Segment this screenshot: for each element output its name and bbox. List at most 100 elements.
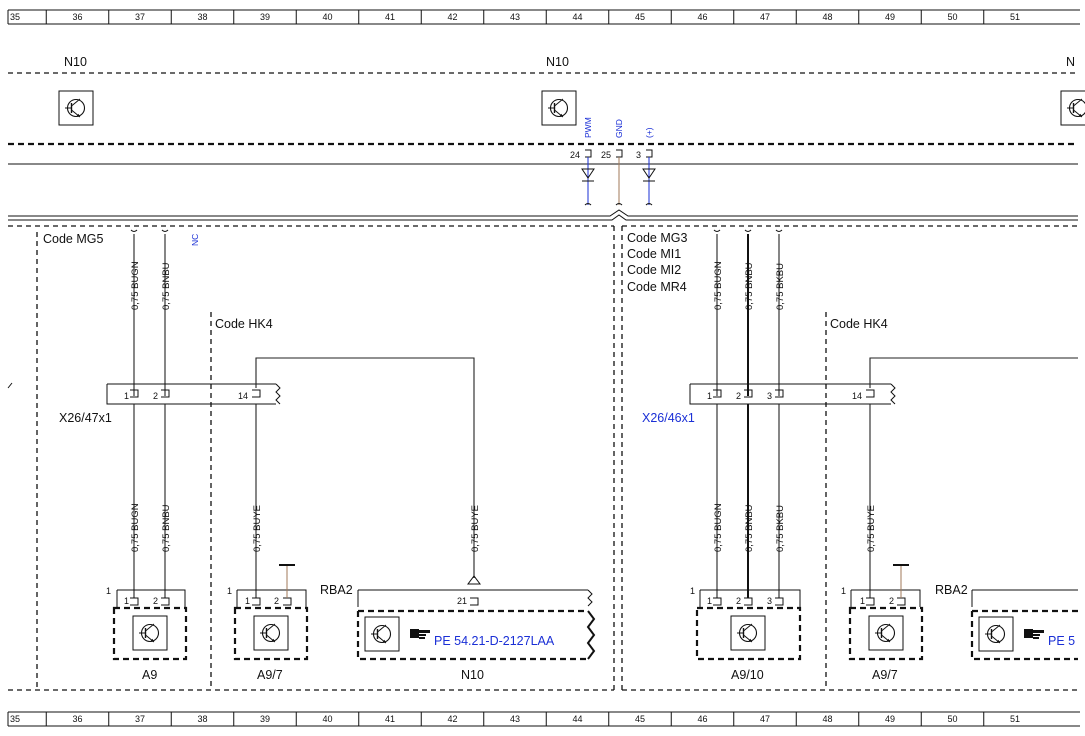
- rba-label: RBA2: [320, 583, 353, 597]
- pin-group: 1: [227, 586, 232, 596]
- connector-pin: 3: [767, 391, 772, 401]
- component-pin: 1: [124, 596, 129, 606]
- component-label: A9/7: [257, 668, 283, 682]
- ruler-column-number: 51: [1010, 714, 1020, 724]
- wire-label: 0,75 BNBU: [744, 504, 755, 552]
- wire-label: 0,75 BUGN: [130, 503, 141, 552]
- wire-label: 0,75 BKBU: [775, 505, 786, 552]
- ruler-column-number: 39: [260, 12, 270, 22]
- ruler-column-number: 35: [10, 12, 20, 22]
- reference-link[interactable]: PE 54.21-D-2127LAA: [434, 634, 555, 648]
- pin-signal-pwm: PWM: [583, 117, 593, 138]
- pin-group: 1: [690, 586, 695, 596]
- pin-signal-gnd: GND: [614, 119, 624, 138]
- pin-number: 25: [601, 150, 611, 160]
- ruler-column-number: 38: [197, 714, 207, 724]
- wire-label: 0,75 BNBU: [744, 262, 755, 310]
- connector-pin: 14: [238, 391, 248, 401]
- component-label: A9/10: [731, 668, 764, 682]
- component-label: A9/7: [872, 668, 898, 682]
- pin-number: 24: [570, 150, 580, 160]
- connector-label: X26/47x1: [59, 411, 112, 425]
- nc-label: NC: [190, 234, 200, 246]
- transistor-symbol-icon: [868, 615, 904, 651]
- wire-label: 0,75 BUYE: [252, 505, 263, 552]
- wire-label: 0,75 BUGN: [713, 261, 724, 310]
- transistor-symbol-icon: [1060, 90, 1085, 126]
- ruler-column-number: 49: [885, 12, 895, 22]
- component-pin: 2: [736, 596, 741, 606]
- module-label-n10-right: N: [1066, 55, 1075, 69]
- ruler-column-number: 47: [760, 12, 770, 22]
- transistor-symbol-icon: [364, 616, 400, 652]
- code-label: Code MG5: [43, 232, 103, 246]
- ruler-column-number: 40: [322, 12, 332, 22]
- ruler-column-number: 45: [635, 714, 645, 724]
- component-pin: 2: [274, 596, 279, 606]
- wire-label: 0,75 BUYE: [866, 505, 877, 552]
- ruler-column-number: 42: [447, 714, 457, 724]
- component-pin: 1: [245, 596, 250, 606]
- component-pin: 3: [767, 596, 772, 606]
- ruler-column-number: 40: [322, 714, 332, 724]
- n10-module-band: N10 N10 N: [8, 55, 1085, 146]
- wire-label: 0,75 BUYE: [470, 505, 481, 552]
- component-label: A9: [142, 668, 157, 682]
- transistor-symbol-icon: [132, 615, 168, 651]
- connector-pin: 14: [852, 391, 862, 401]
- wire-label: 0,75 BKBU: [775, 263, 786, 310]
- ruler-column-number: 43: [510, 714, 520, 724]
- wire-label: 0,75 BUGN: [713, 503, 724, 552]
- ruler-column-number: 36: [72, 12, 82, 22]
- bus-line: [8, 209, 1078, 221]
- component-label: N10: [461, 668, 484, 682]
- component-pin: 1: [707, 596, 712, 606]
- ruler-column-number: 36: [72, 714, 82, 724]
- component-pin: 1: [860, 596, 865, 606]
- pin-signal-plus: (+): [644, 127, 654, 138]
- ruler-column-number: 49: [885, 714, 895, 724]
- code-label: Code MR4: [627, 280, 687, 294]
- connector-pin: 1: [124, 391, 129, 401]
- pin-group: 1: [106, 586, 111, 596]
- right-section: Code MG3 Code MI1 Code MI2 Code MR4 Code…: [627, 229, 1078, 682]
- ruler-column-number: 39: [260, 714, 270, 724]
- component-pin: 2: [153, 596, 158, 606]
- code-label: Code HK4: [215, 317, 273, 331]
- rba-label: RBA2: [935, 583, 968, 597]
- connector-pin: 1: [707, 391, 712, 401]
- ruler-column-number: 35: [10, 714, 20, 724]
- connector-label[interactable]: X26/46x1: [642, 411, 695, 425]
- ruler-column-number: 47: [760, 714, 770, 724]
- hand-pointer-icon: [410, 629, 430, 639]
- component-pin: 2: [889, 596, 894, 606]
- ruler-column-number: 38: [197, 12, 207, 22]
- transistor-symbol-icon: [58, 90, 94, 126]
- transistor-symbol-icon: [730, 615, 766, 651]
- section-outlines: [7, 225, 1078, 691]
- wire-label: 0,75 BUGN: [130, 261, 141, 310]
- pin-group: 1: [841, 586, 846, 596]
- ruler-column-number: 44: [572, 12, 582, 22]
- ruler-column-number: 41: [385, 714, 395, 724]
- ruler-column-number: 41: [385, 12, 395, 22]
- code-label: Code MI2: [627, 263, 681, 277]
- connector-pin: 2: [736, 391, 741, 401]
- ruler-column-number: 48: [822, 714, 832, 724]
- ruler-column-number: 42: [447, 12, 457, 22]
- component-pin: 21: [457, 596, 467, 606]
- ruler-column-number: 46: [697, 714, 707, 724]
- ruler-column-number: 43: [510, 12, 520, 22]
- ruler-column-number: 48: [822, 12, 832, 22]
- ruler-column-number: 51: [1010, 12, 1020, 22]
- ruler-column-number: 46: [697, 12, 707, 22]
- header-connector: PWM GND (+) 24 25 3: [8, 117, 1078, 206]
- ruler-column-number: 50: [947, 12, 957, 22]
- reference-link[interactable]: PE 5: [1048, 634, 1075, 648]
- transistor-symbol-icon: [253, 615, 289, 651]
- hand-pointer-icon: [1024, 629, 1044, 639]
- ruler-column-number: 37: [135, 12, 145, 22]
